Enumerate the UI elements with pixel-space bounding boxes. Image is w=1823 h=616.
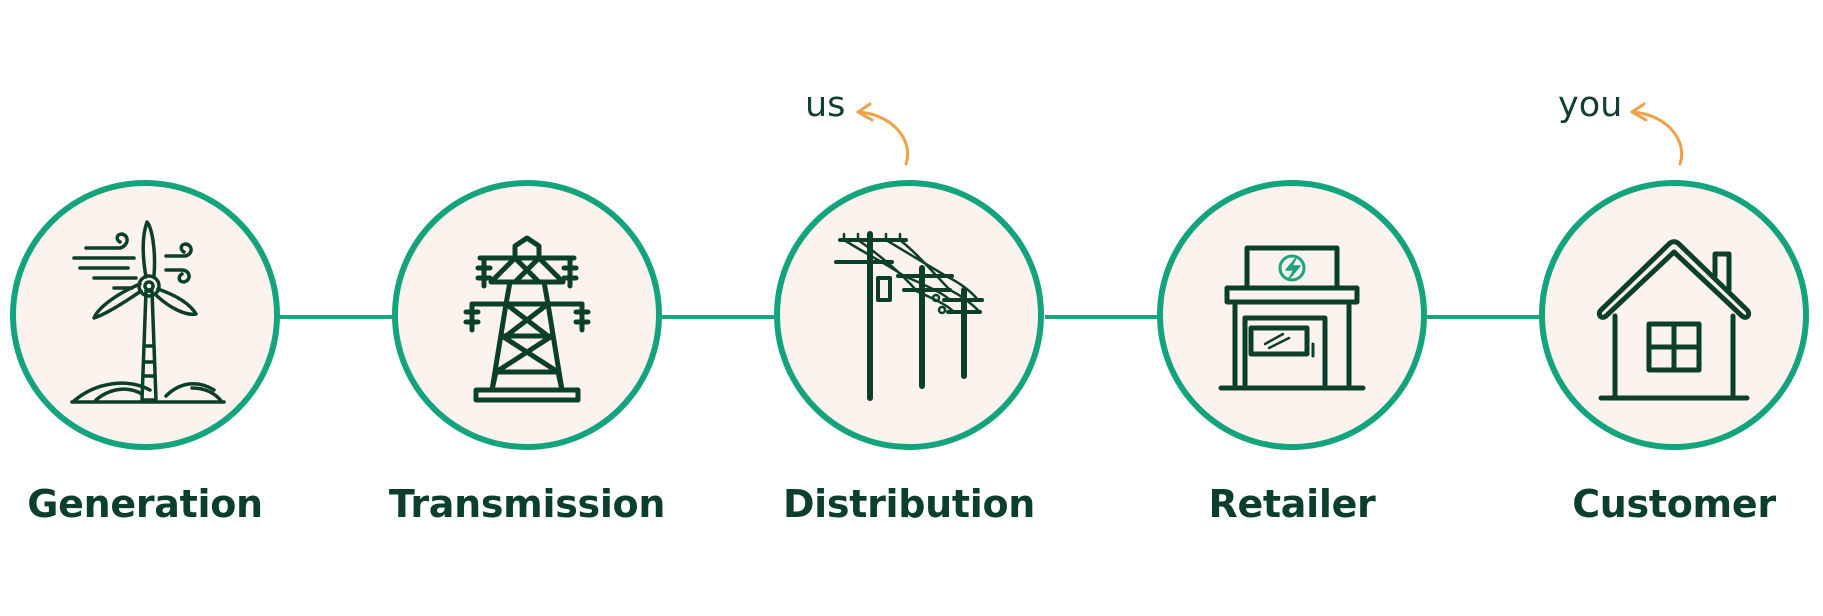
connector-line <box>662 315 776 319</box>
step-customer <box>1539 180 1809 450</box>
step-retailer <box>1157 180 1427 450</box>
wind-turbine-icon <box>70 220 226 404</box>
step-label-generation: Generation <box>27 482 263 526</box>
annotation-you: you <box>1558 85 1623 125</box>
curved-arrow-icon <box>856 102 910 166</box>
storefront-icon <box>1218 245 1366 391</box>
annotation-us: us <box>805 85 846 125</box>
utility-pole-icon <box>834 231 984 401</box>
house-icon <box>1596 239 1752 401</box>
step-label-retailer: Retailer <box>1208 482 1376 526</box>
step-transmission <box>392 180 662 450</box>
connector-line <box>280 315 394 319</box>
transmission-tower-icon <box>463 235 591 403</box>
curved-arrow-icon <box>1630 102 1684 166</box>
connector-line <box>1427 315 1541 319</box>
connector-line <box>1045 315 1159 319</box>
step-label-customer: Customer <box>1572 482 1776 526</box>
step-generation <box>10 180 280 450</box>
step-label-transmission: Transmission <box>388 482 666 526</box>
step-label-distribution: Distribution <box>782 482 1036 526</box>
step-distribution <box>774 180 1044 450</box>
